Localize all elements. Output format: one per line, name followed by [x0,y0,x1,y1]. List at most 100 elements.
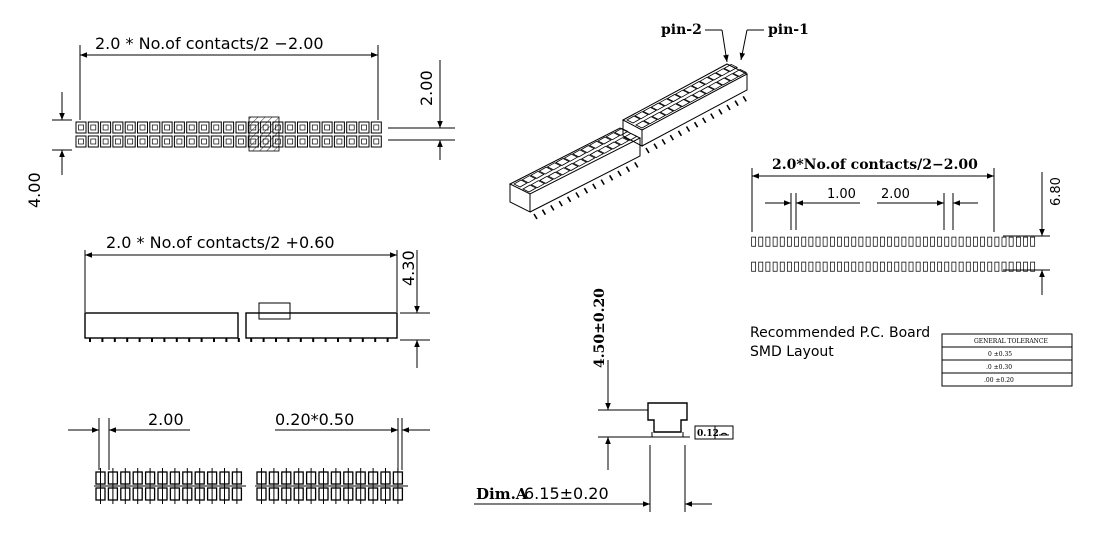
iso-cell [564,163,579,171]
contact-cell [149,121,161,134]
pickup-cap [258,302,291,320]
iso-lead [600,179,605,186]
iso-cell [626,115,641,124]
contact-cell [297,121,308,134]
iso-cell [580,154,596,163]
tolerance-table: GENERAL TOLERANCE 0 ±0.35 .0 ±0.30 .00 ±… [941,333,1073,387]
contact-cell [173,121,185,134]
iso-cell [521,175,537,184]
iso-lead [608,174,614,181]
iso-cell [691,90,707,99]
contact-cell [198,121,210,134]
iso-cell [658,98,674,107]
iso-lead [558,200,563,207]
iso-cell [707,72,722,81]
pcb-layout: 2.0*No.of contacts/2−2.00 1.00 2.00 ▯▯▯▯… [750,157,1064,360]
iso-cell [538,175,554,184]
iso-cell [659,107,675,116]
iso-cell [650,102,666,111]
dim-a-value: 6.15±0.20 [524,484,609,503]
iso-cell [580,145,596,154]
iso-cell [605,132,621,141]
pcb-row-dim: 6.80 [1049,177,1064,206]
iso-cell [597,145,613,154]
iso-lead [742,95,747,102]
contact-cell [87,135,99,148]
top-overall-dim: 2.0 * No.of contacts/2 −2.00 [95,34,324,53]
contact-cell [370,121,382,134]
iso-cell [682,85,698,94]
iso-lead [726,104,731,111]
side-height-dim: 4.30 [399,250,418,286]
contact-cell [124,121,136,134]
bottom-view: 2.00 0.20*0.50 [68,410,430,504]
pcb-pitch-dim: 2.00 [881,187,910,202]
iso-lead [702,117,707,124]
iso-lead [634,161,639,168]
iso-lead [734,100,739,107]
contact-cell [112,121,124,134]
iso-cell [529,170,545,179]
iso-cell [716,77,731,86]
iso-cell [589,150,605,159]
iso-lead [661,138,666,145]
iso-lead [710,113,715,120]
pcb-overall-dim: 2.0*No.of contacts/2−2.00 [772,157,978,173]
flatness-symbol [719,432,729,436]
pcb-pad-row-1: ▯▯▯▯▯▯▯▯▯▯▯▯▯▯▯▯▯▯▯▯▯▯▯▯▯▯▯▯▯▯▯▯▯▯▯▯▯▯▯▯ [750,234,1036,249]
contact-cell [358,135,370,148]
pcb-caption-line1: Recommended P.C. Board [750,325,930,341]
contact-cell [210,135,222,148]
iso-cell [699,86,715,95]
iso-cell [622,132,638,141]
dim-a-label: Dim.A [476,485,528,503]
top-view: 2.0 * No.of contacts/2 −2.00 2.00 4.00 [25,34,455,208]
contact-cell [297,135,308,148]
iso-cell [555,158,570,166]
iso-cell [732,68,748,77]
contact-cell [100,121,112,134]
iso-cell [614,137,630,146]
housing-left [84,312,239,339]
end-height-dim: 4.50±0.20 [592,288,608,368]
end-body [647,402,688,433]
iso-lead [550,204,555,211]
tolerance-row: 0 ±0.35 [988,351,1012,358]
iso-cell [666,94,682,102]
iso-lead [617,170,622,177]
contact-cell [210,121,222,134]
iso-lead [685,126,691,132]
iso-housing-left-top [508,127,642,195]
iso-lead [693,121,699,128]
iso-lead [669,134,674,141]
bottom-pin-dim: 0.20*0.50 [275,410,354,429]
bottom-pitch-dim: 2.00 [148,410,184,429]
contact-cell [137,135,148,148]
contact-cell [124,135,136,148]
contact-cell [149,135,161,148]
bottom-pin-array [94,468,408,504]
iso-lead [677,130,683,137]
top-height-dim: 4.00 [25,172,44,208]
pcb-pad-row-2: ▯▯▯▯▯▯▯▯▯▯▯▯▯▯▯▯▯▯▯▯▯▯▯▯▯▯▯▯▯▯▯▯▯▯▯▯▯▯▯▯ [750,259,1036,274]
contact-cell [284,121,296,134]
iso-cell [613,127,629,136]
iso-cell [563,153,579,162]
iso-cell [634,111,649,120]
iso-cell [555,167,571,176]
iso-cell [606,141,621,150]
side-leads [89,338,389,342]
contact-cell [358,121,370,134]
side-view: 2.0 * No.of contacts/2 +0.60 4.30 [84,233,430,368]
iso-cell [597,136,612,145]
hatched-gap [248,116,280,152]
housing-right [245,312,398,339]
tolerance-row: .00 ±0.20 [984,377,1014,384]
contact-cell [284,135,296,148]
iso-cell [674,89,690,98]
iso-cell [588,140,604,149]
contact-cell [223,135,235,148]
iso-leads [533,95,747,220]
top-pitch-dim: 2.00 [417,70,436,106]
